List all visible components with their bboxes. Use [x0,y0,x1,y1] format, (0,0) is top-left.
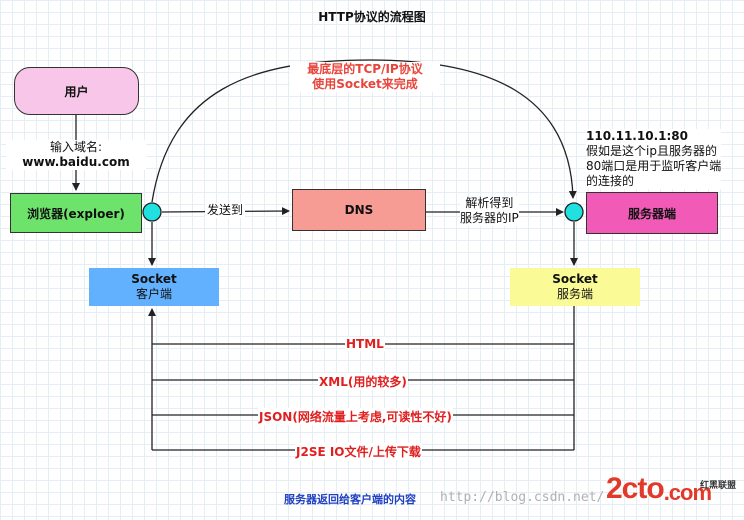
watermark-url: http://blog.csdn.net/ [440,490,605,505]
socket-client-node: Socket 客户端 [89,268,219,306]
send-to-label: 发送到 [205,203,246,218]
server-node: 服务器端 [586,192,718,234]
diagram-title: HTTP协议的流程图 [318,10,426,24]
server-info-line4: 的连接的 [586,174,635,188]
socket-client-title: Socket [131,272,177,286]
logo-text: 2cto [606,472,665,505]
return-label-html: HTML [345,337,385,351]
input-domain-label: 输入域名: www.baidu.com [6,140,146,170]
logo-suffix: .com [663,480,712,505]
socket-server-title: Socket [552,272,598,286]
input-domain-line1: 输入域名: [49,140,103,154]
browser-node: 浏览器(exploer) [10,193,142,233]
tcp-line1: 最底层的TCP/IP协议 [307,62,423,76]
user-node: 用户 [14,67,139,115]
socket-server-node: Socket 服务端 [510,268,640,306]
logo-subtitle: 红黑联盟 [700,481,737,491]
browser-port-circle [142,202,162,222]
resolve-line1: 解析得到 [465,196,514,210]
server-info-line1: 110.11.10.1:80 [586,129,688,143]
server-port-circle [564,202,584,222]
return-label-json: JSON(网络流量上考虑,可读性不好) [258,408,453,425]
socket-server-sub: 服务端 [556,287,593,301]
resolve-line2: 服务器的IP [460,211,519,225]
return-label-j2se: J2SE IO文件/上传下载 [295,443,422,460]
server-info-line3: 80端口是用于监听客户端 [586,159,722,173]
site-logo: 2cto .com [606,472,712,506]
socket-client-sub: 客户端 [135,287,172,301]
dns-node: DNS [292,189,426,231]
server-info-line2: 假如是这个ip且服务器的 [586,144,717,158]
input-domain-line2: www.baidu.com [22,155,130,169]
tcp-line2: 使用Socket来完成 [312,77,418,91]
resolve-label: 解析得到 服务器的IP [460,196,519,226]
tcp-ip-label: 最底层的TCP/IP协议 使用Socket来完成 [290,62,440,92]
server-info-label: 110.11.10.1:80 假如是这个ip且服务器的 80端口是用于监听客户端… [586,129,722,189]
return-label-xml: XML(用的较多) [318,373,408,390]
bottom-caption: 服务器返回给客户端的内容 [284,493,416,506]
arrow-tcp-arc [151,59,577,203]
